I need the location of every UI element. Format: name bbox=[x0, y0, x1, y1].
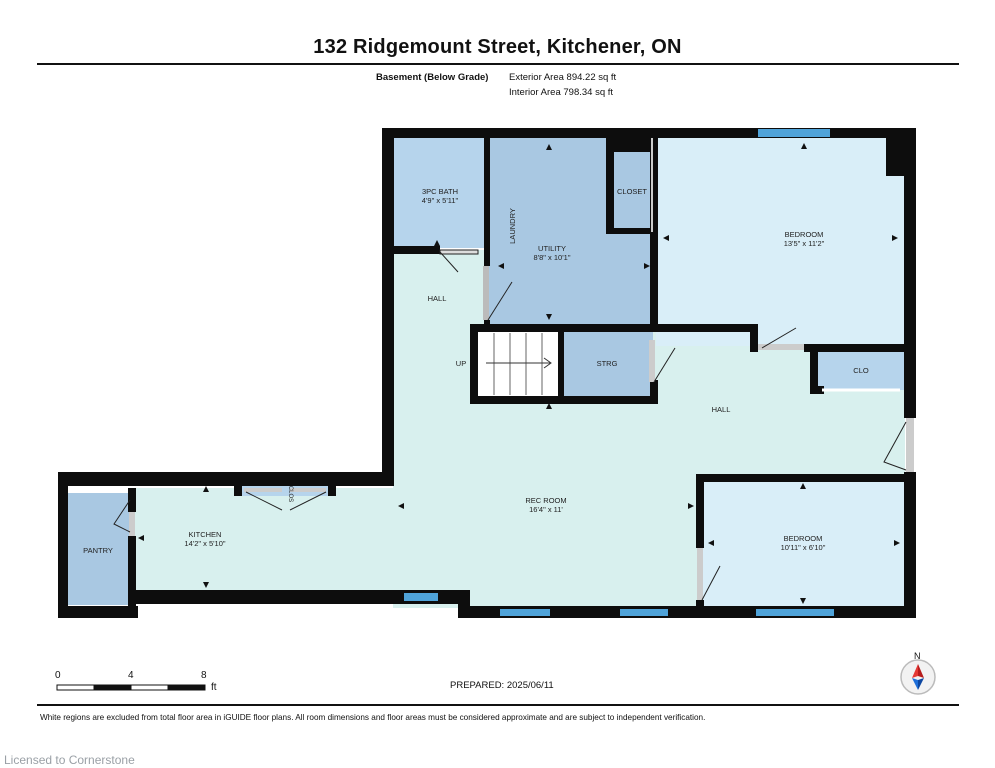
footer-rule bbox=[37, 704, 959, 706]
room-label-strg: STRG bbox=[597, 359, 618, 368]
room-fills bbox=[68, 138, 907, 608]
room-label-clo: CLO bbox=[853, 366, 869, 375]
windows bbox=[404, 129, 834, 616]
kitchen-floor bbox=[133, 488, 395, 590]
stairs-floor bbox=[476, 331, 561, 397]
room-label-laundry: LAUNDRY bbox=[508, 208, 517, 244]
prepared-date: PREPARED: 2025/06/11 bbox=[450, 680, 554, 691]
room-dims-bath: 4'9" x 5'11" bbox=[422, 196, 459, 205]
scale-tick-8: 8 bbox=[201, 670, 207, 681]
room-label-kitchen: KITCHEN bbox=[189, 530, 222, 539]
exterior-area: Exterior Area 894.22 sq ft bbox=[509, 72, 617, 83]
north-compass: N bbox=[900, 651, 936, 695]
room-label-bedroom-bottom: BEDROOM bbox=[784, 534, 823, 543]
room-dims-bedroom-bottom: 10'11" x 6'10" bbox=[781, 543, 826, 552]
room-labels: 3PC BATH 4'9" x 5'11" LAUNDRY UTILITY 8'… bbox=[83, 187, 869, 555]
room-label-hall-left: HALL bbox=[428, 294, 447, 303]
area-values: Exterior Area 894.22 sq ft Interior Area… bbox=[509, 70, 616, 100]
bedroom-bottom-floor bbox=[702, 480, 907, 608]
scale-tick-0: 0 bbox=[55, 670, 61, 681]
stairs bbox=[486, 333, 552, 395]
room-dims-bedroom-top: 13'5" x 11'2" bbox=[784, 239, 825, 248]
watermark: Licensed to Cornerstone bbox=[4, 753, 135, 767]
scale-bar bbox=[56, 684, 206, 691]
level-label: Basement (Below Grade) bbox=[376, 72, 489, 83]
page-title: 132 Ridgemount Street, Kitchener, ON bbox=[313, 36, 682, 58]
scale-unit: ft bbox=[211, 682, 217, 693]
room-label-utility: UTILITY bbox=[538, 244, 566, 253]
room-dims-rec-room: 16'4" x 11' bbox=[529, 505, 563, 514]
room-label-closet: CLOSET bbox=[617, 187, 647, 196]
scale-tick-4: 4 bbox=[128, 670, 134, 681]
title-rule bbox=[37, 63, 959, 65]
compass-label: N bbox=[914, 651, 921, 661]
bedroom-top-floor bbox=[656, 138, 906, 346]
dimension-arrows bbox=[138, 143, 900, 604]
interior-area: Interior Area 798.34 sq ft bbox=[509, 87, 614, 98]
kitchen-closet-floor bbox=[240, 486, 330, 496]
pantry-floor bbox=[68, 493, 130, 605]
disclaimer: White regions are excluded from total fl… bbox=[40, 713, 706, 722]
room-label-bath: 3PC BATH bbox=[422, 187, 458, 196]
room-dims-utility: 8'8" x 10'1" bbox=[534, 253, 571, 262]
room-label-clos-kitchen: CLOS bbox=[287, 486, 293, 502]
room-label-pantry: PANTRY bbox=[83, 546, 113, 555]
doors bbox=[113, 138, 914, 601]
room-dims-kitchen: 14'2" x 5'10" bbox=[184, 539, 225, 548]
room-label-up: UP bbox=[456, 359, 466, 368]
room-label-bedroom-top: BEDROOM bbox=[785, 230, 824, 239]
room-label-rec-room: REC ROOM bbox=[525, 496, 566, 505]
room-label-hall-right: HALL bbox=[712, 405, 731, 414]
bath-floor bbox=[394, 138, 486, 248]
clo-floor bbox=[818, 350, 906, 390]
strg-floor bbox=[563, 331, 653, 397]
closet-floor bbox=[612, 150, 654, 230]
